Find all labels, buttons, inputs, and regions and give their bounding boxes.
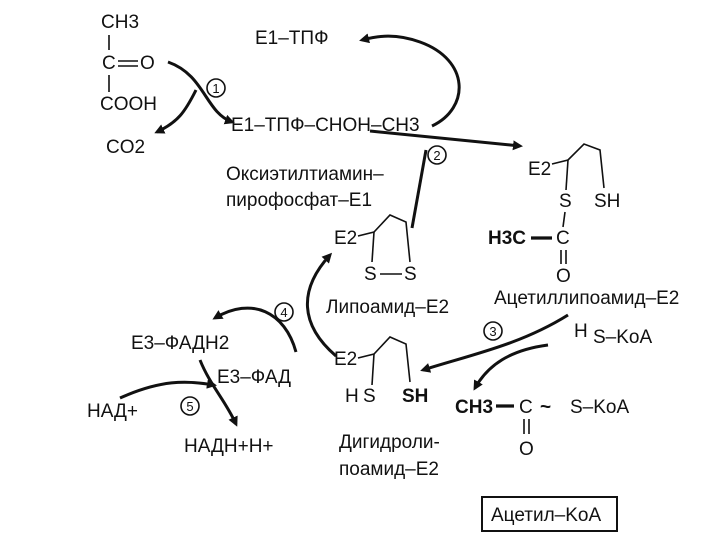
step-5-number: 5 bbox=[186, 399, 193, 414]
acetyl-coa-o: O bbox=[519, 439, 534, 460]
acetyllipoamide-sh: SH bbox=[594, 191, 620, 212]
step3-transfer-arrow bbox=[420, 313, 569, 373]
hs-koa-h: H bbox=[574, 321, 588, 342]
step2-arrow bbox=[369, 129, 523, 151]
acetyl-coa-label: Ацетил–KoA bbox=[491, 505, 601, 526]
lipoamide-structure: E2 S S bbox=[334, 214, 417, 285]
step-3-number: 3 bbox=[489, 324, 496, 339]
lipoamide-s2: S bbox=[404, 264, 417, 285]
dihydrolipoamide-chain-down bbox=[371, 353, 375, 386]
co2-label: CO2 bbox=[106, 137, 145, 158]
acetyl-coa-box bbox=[481, 496, 618, 532]
dihydrolipoamide-label-line1: Дигидроли- bbox=[339, 432, 440, 453]
acetyl-coa-c: C bbox=[519, 397, 533, 418]
hydroxyethyl-label-line2: пирофосфат–E1 bbox=[226, 190, 372, 211]
acetyllipoamide-c: C bbox=[556, 228, 570, 249]
pyruvate-structure: CH3 C O COOH bbox=[100, 12, 157, 115]
step1-arrow bbox=[167, 60, 235, 125]
hydroxyethyl-label-line1: Оксиэтилтиамин– bbox=[226, 164, 384, 185]
pyruvate-ch3: CH3 bbox=[101, 12, 139, 33]
dihydrolipoamide-structure: E2 H S SH bbox=[334, 336, 428, 407]
lipoamide-chain-down bbox=[371, 231, 375, 263]
acetyllipoamide-o: O bbox=[556, 266, 571, 287]
step-1-number: 1 bbox=[212, 81, 219, 96]
e3-fad-label: E3–ФАД bbox=[217, 367, 291, 388]
acetyllipoamide-e2: E2 bbox=[528, 159, 551, 180]
acetyllipoamide-s-c-bond bbox=[562, 211, 566, 228]
reoxidation-arrow bbox=[306, 252, 337, 358]
dihydrolipoamide-label-line2: поамид–E2 bbox=[339, 459, 439, 480]
lipoamide-e2: E2 bbox=[334, 228, 357, 249]
step-4-badge bbox=[274, 302, 294, 322]
acetyl-coa-tilde: ~ bbox=[540, 397, 551, 418]
acetyl-coa-structure: CH3 C ~ S–KoA O bbox=[455, 397, 629, 460]
hs-koa-s-koa: S–KoA bbox=[593, 327, 652, 348]
step-2-badge bbox=[427, 145, 447, 165]
acetyllipoamide-chain bbox=[551, 143, 605, 189]
acetyllipoamide-structure: E2 S SH H3C C O bbox=[488, 143, 620, 287]
acetyl-coa-ch3: CH3 bbox=[455, 397, 493, 418]
step-4-number: 4 bbox=[280, 305, 287, 320]
dihydrolipoamide-e2: E2 bbox=[334, 349, 357, 370]
step-3-badge bbox=[483, 321, 503, 341]
step3-acetyl-arrow bbox=[473, 343, 549, 391]
dihydrolipoamide-sh: SH bbox=[402, 386, 428, 407]
pyruvate-cooh: COOH bbox=[100, 94, 157, 115]
acetyl-coa-s-koa: S–KoA bbox=[570, 397, 629, 418]
step-5-badge bbox=[180, 396, 200, 416]
e3-fadh2-label: E3–ФАДН2 bbox=[131, 333, 229, 354]
dihydrolipoamide-chain bbox=[357, 336, 411, 383]
step-1-badge bbox=[206, 78, 226, 98]
e1-regeneration-arrow bbox=[359, 33, 461, 128]
step5-fadh2-arrow bbox=[198, 359, 238, 427]
step5-fad-arrow bbox=[119, 378, 217, 400]
lipoamide-label: Липоамид–E2 bbox=[326, 297, 449, 318]
step4-arrow bbox=[212, 306, 298, 353]
co2-release-arrow bbox=[154, 89, 198, 134]
dihydrolipoamide-h: H bbox=[345, 386, 359, 407]
acetyllipoamide-s: S bbox=[559, 191, 572, 212]
acetyllipoamide-label: Ацетиллипоамид–E2 bbox=[494, 288, 679, 309]
e1-tpp-label: E1–ТПФ bbox=[255, 28, 329, 49]
dihydrolipoamide-s: S bbox=[363, 386, 376, 407]
lipoamide-s1: S bbox=[364, 264, 377, 285]
pyruvate-o: O bbox=[140, 53, 155, 74]
nadh-label: НАДН+Н+ bbox=[184, 436, 274, 457]
nad-label: НАД+ bbox=[87, 401, 138, 422]
step-2-number: 2 bbox=[433, 148, 440, 163]
lipoamide-chain bbox=[357, 214, 411, 263]
pyruvate-c: C bbox=[102, 53, 116, 74]
acetyllipoamide-h3c: H3C bbox=[488, 228, 526, 249]
acetyllipoamide-chain-down bbox=[565, 159, 569, 191]
lipoamide-to-step2-line bbox=[410, 149, 428, 229]
